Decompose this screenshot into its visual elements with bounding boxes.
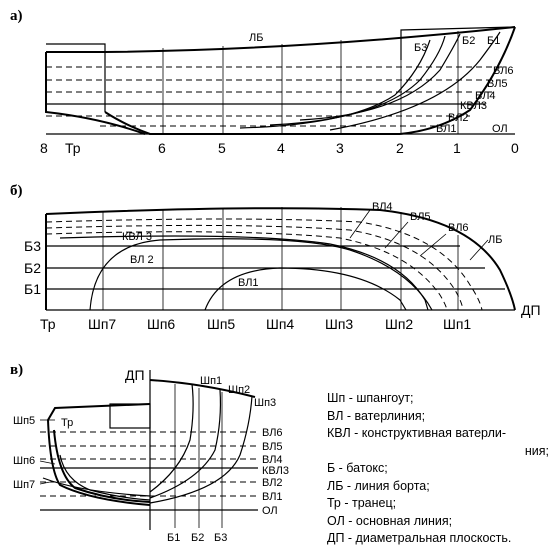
wl-label: КВЛ3 (262, 465, 289, 477)
transom-box (46, 43, 106, 112)
section-a-marker: а) (10, 8, 23, 24)
legend-item: КВЛ - конструктивная ватерли- (327, 426, 507, 440)
buttock-label-b2: Б2 (24, 260, 41, 276)
legend-item: ЛБ - линия борта; (327, 478, 430, 493)
buttock-label: Б2 (191, 532, 204, 544)
section-b-marker: б) (10, 183, 23, 199)
wl-label: ВЛ1 (262, 491, 283, 503)
station-number: 6 (158, 140, 166, 156)
profile-view: а) (10, 8, 519, 156)
waterline-label-vl6: ВЛ6 (493, 65, 514, 77)
wl-label: ВЛ4 (262, 454, 283, 466)
frame-label-shp7: Шп7 (13, 479, 35, 491)
label-kvl3: КВЛ 3 (122, 231, 152, 243)
body-buttock-labels: Б1 Б2 Б3 (167, 532, 227, 544)
sheer-label-lb: ЛБ (249, 32, 263, 44)
buttock-label-b3: Б3 (414, 42, 427, 54)
buttock-label: Б3 (214, 532, 227, 544)
station-number-row: 8 Тр 6 5 4 3 2 1 0 (40, 140, 519, 156)
station-label: Шп5 (207, 316, 235, 332)
label-vl4: ВЛ4 (372, 201, 393, 213)
station-number: 1 (453, 140, 461, 156)
station-number: 2 (396, 140, 404, 156)
buttock-label: Б1 (167, 532, 180, 544)
section-c-marker: в) (10, 362, 23, 378)
buttock-label-b2: Б2 (462, 35, 475, 47)
label-vl2: ВЛ 2 (130, 254, 154, 266)
legend-item: ДП - диаметральная плоскость. (327, 531, 512, 545)
wl-label: ВЛ5 (262, 441, 283, 453)
legend-item: ВЛ - ватерлиния; (327, 408, 426, 423)
half-breadth-view: б) (10, 183, 541, 332)
profile-keel-line (104, 111, 400, 135)
body-dp-label: ДП (125, 367, 145, 383)
profile-stern-outline (45, 52, 146, 135)
stern-frames (42, 403, 151, 506)
station-number: 8 (40, 140, 48, 156)
plan-waterlines-solid (59, 235, 433, 311)
buttock-label-b1: Б1 (24, 281, 41, 297)
buttock-label-b1: Б1 (487, 35, 500, 47)
baseline-label-ol: ОЛ (492, 123, 508, 135)
transom-label-tr: Тр (61, 417, 73, 429)
frame-label-shp6: Шп6 (13, 455, 35, 467)
deck-line-bow (149, 379, 256, 398)
body-plan-view: в) (10, 362, 289, 544)
frame-label-shp5: Шп5 (13, 415, 35, 427)
frame-label-shp1: Шп1 (200, 375, 222, 387)
legend-item: ОЛ - основная линия; (327, 513, 453, 528)
waterline-label-vl1: ВЛ1 (436, 123, 457, 135)
legend-item: ния; (524, 443, 549, 458)
label-vl1: ВЛ1 (238, 277, 259, 289)
bow-frames (149, 383, 253, 504)
buttock-label-b3: Б3 (24, 238, 41, 254)
plan-sheer-line-lb (45, 207, 516, 311)
station-label: Шп2 (385, 316, 413, 332)
profile-waterlines (46, 66, 505, 127)
profile-buttock-curves (239, 31, 501, 131)
frame-label-shp3: Шп3 (254, 397, 276, 409)
body-leader-lines (39, 419, 56, 485)
transom-label-tr: Тр (65, 140, 81, 156)
frame-label-shp2: Шп2 (228, 384, 250, 396)
body-waterline-labels: ВЛ6 ВЛ5 ВЛ4 КВЛ3 ВЛ2 ВЛ1 ОЛ (262, 427, 289, 517)
station-number: 4 (277, 140, 285, 156)
legend: Шп - шпангоут; ВЛ - ватерлиния; КВЛ - ко… (327, 390, 549, 548)
legend-item: Б - батокс; (327, 461, 388, 475)
station-label: Тр (40, 316, 56, 332)
station-label: Шп6 (147, 316, 175, 332)
plan-leader-lines (349, 209, 489, 261)
waterline-label-kvl3: КВЛ3 (460, 100, 487, 112)
legend-item: Тр - транец; (327, 496, 397, 510)
plan-waterlines-dashed (45, 218, 483, 311)
wl-label: ВЛ6 (262, 427, 283, 439)
station-number: 5 (218, 140, 226, 156)
label-vl5: ВЛ5 (410, 211, 431, 223)
station-number: 0 (511, 140, 519, 156)
centerline-label-dp: ДП (521, 302, 541, 318)
station-number: 3 (336, 140, 344, 156)
profile-stem-line (399, 26, 516, 135)
station-label: Шп1 (443, 316, 471, 332)
station-label: Шп4 (266, 316, 294, 332)
waterline-label-vl2: ВЛ2 (448, 112, 469, 124)
label-vl6: ВЛ6 (448, 222, 469, 234)
plan-buttock-lines (46, 245, 505, 290)
label-lb: ЛБ (488, 234, 502, 246)
profile-station-lines (162, 31, 459, 134)
plan-station-lines (102, 207, 459, 310)
body-buttock-lines (174, 384, 223, 528)
plan-station-labels: Тр Шп7 Шп6 Шп5 Шп4 Шп3 Шп2 Шп1 (40, 316, 471, 332)
waterline-label-vl4: ВЛ4 (475, 90, 496, 102)
station-label: Шп7 (88, 316, 116, 332)
station-label: Шп3 (325, 316, 353, 332)
wl-label: ОЛ (262, 505, 278, 517)
profile-sheer-line (46, 26, 516, 53)
wl-label: ВЛ2 (262, 477, 283, 489)
legend-item: Шп - шпангоут; (327, 391, 414, 405)
waterline-label-vl5: ВЛ5 (487, 78, 508, 90)
